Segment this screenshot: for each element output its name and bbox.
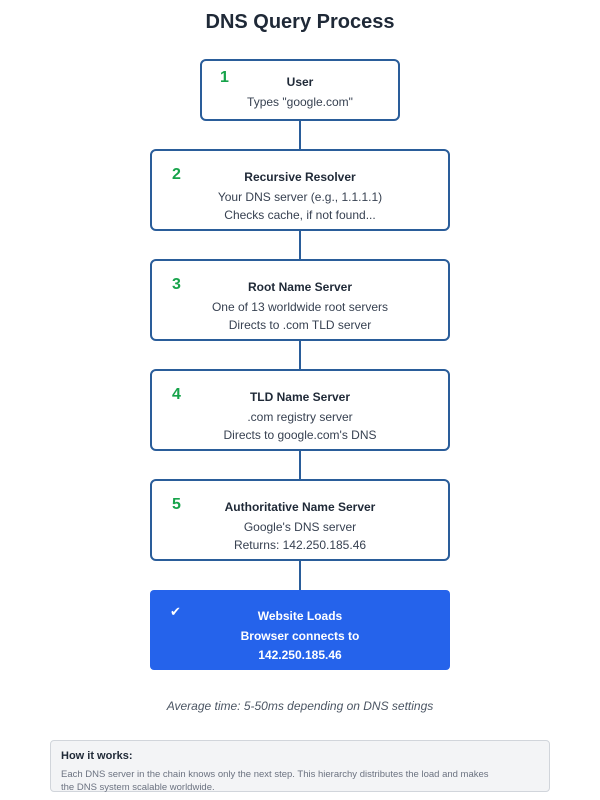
connector-line: [299, 451, 301, 480]
step-description: Types "google.com": [247, 95, 353, 109]
info-box: How it works: Each DNS server in the cha…: [50, 740, 550, 793]
step-description: Returns: 142.250.185.46: [233, 538, 367, 552]
diagram-title: DNS Query Process: [205, 11, 395, 33]
final-title: Website Loads: [257, 609, 343, 623]
step-title: Recursive Resolver: [244, 170, 356, 184]
info-title: How it works:: [61, 750, 133, 762]
step-box-recursive-resolver: 2 Recursive Resolver Your DNS server (e.…: [150, 149, 450, 231]
connector-line: [299, 121, 301, 150]
step-description: Your DNS server (e.g., 1.1.1.1): [217, 190, 383, 204]
final-description: Browser connects to: [240, 629, 360, 643]
info-text: Each DNS server in the chain knows only …: [61, 769, 489, 793]
final-step-box: ✔ Website Loads Browser connects to 142.…: [150, 590, 450, 670]
step-box-user: 1 User Types "google.com": [200, 59, 400, 121]
step-title: TLD Name Server: [249, 390, 351, 404]
step-description: Google's DNS server: [243, 520, 357, 534]
step-title: Root Name Server: [247, 280, 353, 294]
step-description: One of 13 worldwide root servers: [211, 300, 389, 314]
step-number: 2: [172, 166, 181, 183]
step-number: 5: [172, 496, 181, 513]
check-icon: ✔: [170, 604, 181, 619]
step-description: Checks cache, if not found...: [224, 208, 376, 222]
average-time-note: Average time: 5-50ms depending on DNS se…: [166, 699, 434, 713]
step-box-authoritative-name-server: 5 Authoritative Name Server Google's DNS…: [150, 479, 450, 561]
step-description: Directs to google.com's DNS: [223, 428, 377, 442]
connector-line: [299, 231, 301, 260]
connector-line: [299, 561, 301, 590]
step-box-root-name-server: 3 Root Name Server One of 13 worldwide r…: [150, 259, 450, 341]
final-ip-address: 142.250.185.46: [258, 648, 342, 662]
connector-line: [299, 341, 301, 370]
step-box-tld-name-server: 4 TLD Name Server .com registry server D…: [150, 369, 450, 451]
step-number: 3: [172, 276, 181, 293]
step-description: .com registry server: [247, 410, 353, 424]
step-title: Authoritative Name Server: [224, 500, 376, 514]
step-description: Directs to .com TLD server: [228, 318, 372, 332]
step-number: 1: [220, 69, 229, 86]
step-title: User: [286, 75, 314, 89]
step-number: 4: [172, 386, 181, 403]
